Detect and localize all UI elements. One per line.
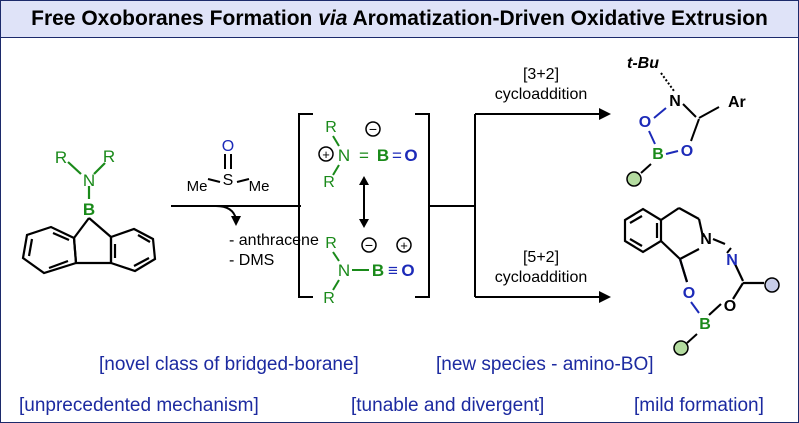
tag-tunable-divergent: [tunable and divergent]: [351, 395, 545, 416]
rf1-N: N: [338, 146, 350, 165]
plus-charge-N: +: [322, 147, 330, 162]
branching-arrows: [429, 113, 601, 298]
rf1-B: B: [377, 146, 389, 165]
scheme-title: Free Oxoboranes Formation via Aromatizat…: [31, 7, 768, 30]
sm-R-left: R: [55, 148, 67, 167]
product-2: N N O O B: [623, 207, 780, 356]
rf2-B: B: [372, 261, 384, 280]
sm-R-right: R: [103, 147, 115, 166]
lower-label-1: [5+2]: [523, 249, 559, 266]
p1-substituent-circle: [626, 171, 642, 187]
curl-arrowhead: [231, 216, 241, 226]
rf2-O: O: [401, 261, 414, 280]
p1-tBu: t-Bu: [627, 55, 659, 72]
rf1-BO-double: =: [392, 146, 402, 165]
title-banner: Free Oxoboranes Formation via Aromatizat…: [1, 1, 798, 38]
sm-N: N: [83, 171, 95, 190]
byproduct-dms: - DMS: [229, 252, 274, 269]
tag-novel-class: [novel class of bridged-borane]: [99, 354, 359, 375]
rf2-R-bottom: R: [323, 290, 335, 307]
resonance-form-2: R N R B − ≡ O +: [323, 235, 414, 307]
tag-new-species: [new species - amino-BO]: [436, 354, 654, 375]
p2-substituent-circle-gray: [764, 277, 780, 293]
rf2-BO-triple: ≡: [388, 261, 398, 280]
p1-O-right: O: [681, 143, 693, 160]
tag-unprecedented-mechanism: [unprecedented mechanism]: [19, 395, 259, 416]
p2-N1: N: [700, 231, 712, 248]
p2-B: B: [699, 316, 711, 333]
reagent-dmso: O S Me Me: [187, 138, 270, 195]
lower-arrowhead: [599, 291, 611, 303]
minus-charge-B: −: [369, 121, 377, 137]
p2-O-left: O: [683, 285, 695, 302]
dmso-Me-right: Me: [249, 178, 270, 195]
upper-label-1: [3+2]: [523, 66, 559, 83]
starting-material: [21, 161, 157, 275]
rf2-N: N: [338, 261, 350, 280]
minus-charge-B2: −: [365, 237, 373, 253]
tag-mild-formation: [mild formation]: [634, 395, 764, 416]
dmso-Me-left: Me: [187, 178, 208, 195]
p2-substituent-circle-green: [673, 340, 689, 356]
dmso-S: S: [223, 172, 234, 189]
byproduct-anthracene: - anthracene: [229, 232, 319, 249]
upper-label-2: cycloaddition: [495, 86, 588, 103]
p1-Ar: Ar: [728, 94, 746, 111]
rf1-NB-double: =: [359, 146, 369, 165]
lower-label-2: cycloaddition: [495, 269, 588, 286]
rf1-R-bottom: R: [323, 174, 335, 191]
p2-N2: N: [726, 252, 738, 269]
rf2-R-top: R: [325, 235, 337, 252]
p2-O-right: O: [724, 298, 736, 315]
rf1-O: O: [404, 146, 417, 165]
p1-N: N: [669, 93, 681, 110]
dmso-O: O: [222, 138, 234, 155]
p1-O-left: O: [639, 114, 651, 131]
rf1-R-top: R: [325, 119, 337, 136]
product-1: t-Bu N Ar O B O: [626, 55, 746, 187]
resonance-form-1: + R N R = B − = O: [318, 119, 418, 191]
p1-B: B: [652, 146, 664, 163]
upper-arrowhead: [599, 108, 611, 120]
plus-charge-O: +: [400, 238, 408, 253]
resonance-arrow: [359, 176, 369, 228]
sm-B: B: [83, 200, 95, 219]
